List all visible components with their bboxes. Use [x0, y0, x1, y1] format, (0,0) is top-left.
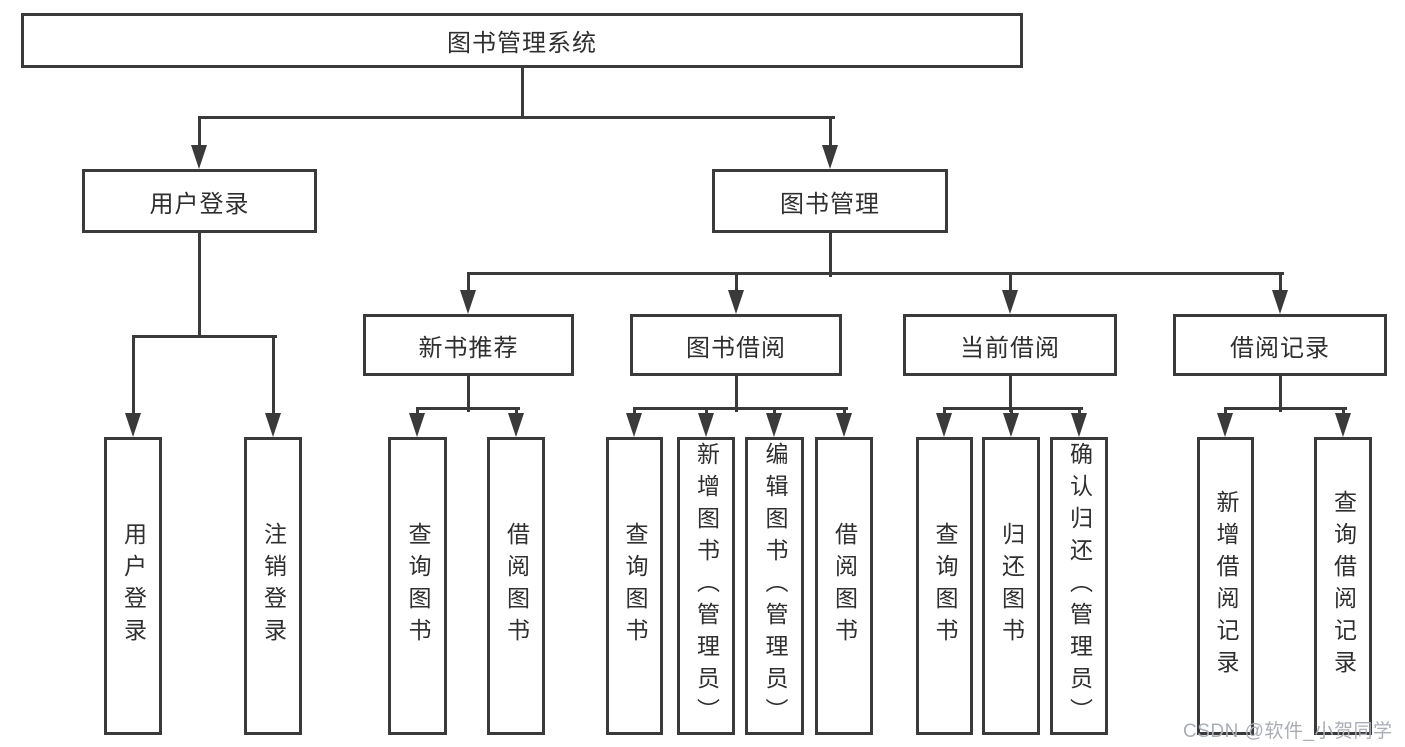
connector-line — [942, 406, 1083, 410]
connector-line — [514, 406, 518, 417]
node-new-book-recommend: 新书推荐 — [363, 314, 574, 376]
arrowhead-down-icon — [1002, 290, 1018, 314]
node-label: 图书管理系统 — [447, 30, 597, 57]
leaf-logout: 注销登录 — [244, 437, 302, 735]
leaf-label: 借阅图书 — [831, 522, 858, 650]
arrowhead-down-icon — [822, 145, 838, 169]
node-label: 新书推荐 — [418, 334, 519, 362]
leaf-query-books-3: 查询图书 — [916, 437, 973, 735]
node-borrow-records: 借阅记录 — [1173, 314, 1387, 376]
connector-line — [632, 406, 636, 417]
connector-line — [1009, 406, 1013, 417]
connector-line — [197, 231, 201, 338]
arrowhead-down-icon — [409, 413, 425, 437]
leaf-confirm-return-admin: 确认归还（管理员） — [1050, 437, 1108, 735]
connector-line — [734, 374, 738, 412]
connector-line — [415, 406, 520, 410]
node-user-login: 用户登录 — [82, 169, 317, 233]
connector-line — [131, 334, 135, 417]
connector-line — [632, 406, 848, 410]
leaf-query-books-1: 查询图书 — [388, 437, 447, 735]
connector-line — [520, 66, 524, 119]
arrowhead-down-icon — [836, 413, 852, 437]
connector-line — [1278, 374, 1282, 412]
leaf-add-books-admin: 新增图书（管理员） — [677, 437, 735, 735]
node-library-system: 图书管理系统 — [21, 13, 1023, 68]
arrowhead-down-icon — [191, 145, 207, 169]
leaf-label: 查询图书 — [932, 522, 958, 650]
connector-line — [1077, 406, 1081, 417]
arrowhead-down-icon — [508, 413, 524, 437]
arrowhead-down-icon — [265, 413, 281, 437]
leaf-borrow-books-2: 借阅图书 — [815, 437, 873, 735]
connector-line — [131, 334, 277, 338]
connector-line — [1223, 406, 1227, 417]
leaf-label: 查询借阅记录 — [1330, 490, 1357, 682]
node-label: 借阅记录 — [1230, 334, 1330, 362]
connector-line — [271, 334, 275, 417]
leaf-return-books: 归还图书 — [982, 437, 1040, 735]
node-label: 用户登录 — [149, 190, 250, 218]
arrowhead-down-icon — [1335, 413, 1351, 437]
connector-line — [415, 406, 419, 417]
connector-line — [466, 271, 470, 294]
leaf-label: 确认归还（管理员） — [1066, 442, 1093, 730]
connector-line — [828, 115, 832, 150]
connector-line — [197, 115, 201, 150]
arrowhead-down-icon — [1217, 413, 1233, 437]
connector-line — [1341, 406, 1345, 417]
leaf-edit-books-admin: 编辑图书（管理员） — [745, 437, 804, 735]
arrowhead-down-icon — [766, 413, 782, 437]
leaf-add-borrow-record: 新增借阅记录 — [1197, 437, 1254, 735]
leaf-label: 编辑图书（管理员） — [762, 442, 788, 730]
connector-line — [466, 374, 470, 412]
node-book-management: 图书管理 — [712, 169, 948, 233]
arrowhead-down-icon — [936, 413, 952, 437]
arrowhead-down-icon — [460, 290, 476, 314]
leaf-label: 借阅图书 — [503, 522, 530, 650]
connector-line — [704, 406, 708, 417]
connector-line — [1223, 406, 1347, 410]
leaf-label: 新增图书（管理员） — [693, 442, 720, 730]
connector-line — [942, 406, 946, 417]
leaf-label: 归还图书 — [998, 522, 1025, 650]
arrowhead-down-icon — [1272, 290, 1288, 314]
arrowhead-down-icon — [626, 413, 642, 437]
connector-line — [828, 231, 832, 277]
arrowhead-down-icon — [1003, 413, 1019, 437]
arrowhead-down-icon — [728, 290, 744, 314]
leaf-query-books-2: 查询图书 — [606, 437, 663, 735]
leaf-borrow-books-1: 借阅图书 — [487, 437, 545, 735]
arrowhead-down-icon — [698, 413, 714, 437]
leaf-query-borrow-record: 查询借阅记录 — [1314, 437, 1372, 735]
node-book-borrow: 图书借阅 — [630, 314, 842, 376]
leaf-label: 查询图书 — [405, 522, 431, 650]
connector-line — [1008, 374, 1012, 412]
watermark-text: CSDN @软件_小贺同学 — [1183, 721, 1393, 742]
leaf-label: 注销登录 — [260, 522, 287, 650]
leaf-label: 新增借阅记录 — [1213, 490, 1239, 682]
node-label: 图书管理 — [780, 190, 880, 218]
node-label: 图书借阅 — [686, 334, 786, 362]
connector-line — [197, 115, 835, 119]
connector-line — [734, 271, 738, 294]
leaf-label: 查询图书 — [622, 522, 648, 650]
arrowhead-down-icon — [1071, 413, 1087, 437]
leaf-label: 用户登录 — [120, 522, 147, 650]
connector-line — [1278, 271, 1282, 294]
node-current-borrow: 当前借阅 — [903, 314, 1117, 376]
connector-line — [466, 271, 1284, 275]
connector-line — [1008, 271, 1012, 294]
connector-line — [842, 406, 846, 417]
connector-line — [772, 406, 776, 417]
leaf-user-login: 用户登录 — [104, 437, 162, 735]
arrowhead-down-icon — [125, 413, 141, 437]
node-label: 当前借阅 — [960, 334, 1060, 362]
